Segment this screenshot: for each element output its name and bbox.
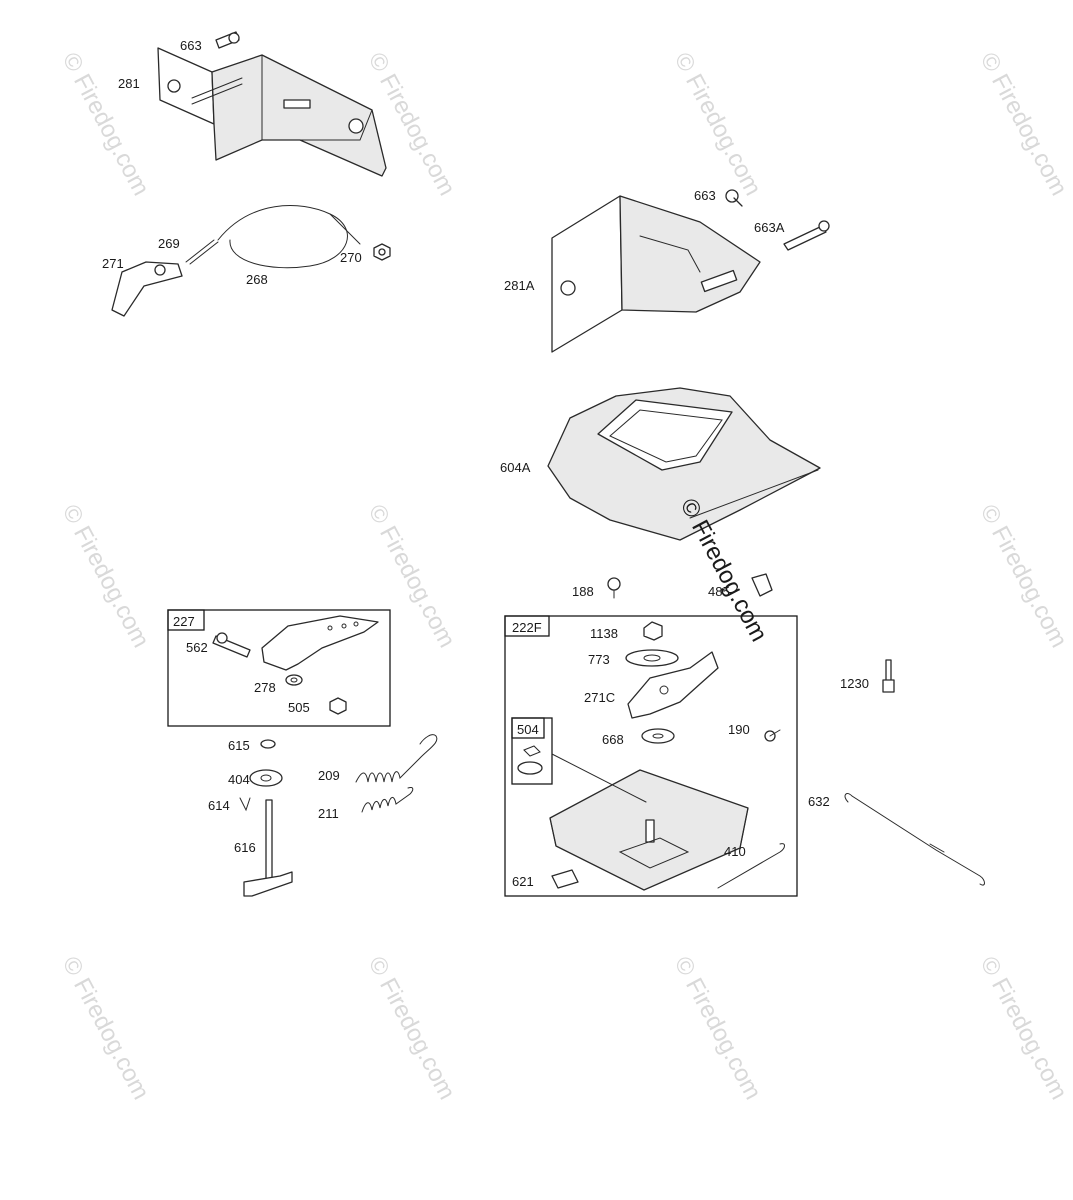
callout-271C: 271C xyxy=(584,690,615,705)
callout-632: 632 xyxy=(808,794,830,809)
part-663A-bolt[interactable] xyxy=(783,220,830,251)
part-211-spring[interactable] xyxy=(361,787,414,813)
callout-562: 562 xyxy=(186,640,208,655)
callout-281: 281 xyxy=(118,76,140,91)
part-278-washer[interactable] xyxy=(285,674,303,686)
callout-616: 616 xyxy=(234,840,256,855)
watermark: © Firedog.com xyxy=(669,48,767,200)
part-404-washer[interactable] xyxy=(249,769,283,787)
callout-773: 773 xyxy=(588,652,610,667)
part-616-shaft[interactable] xyxy=(243,799,293,897)
callout-268: 268 xyxy=(246,272,268,287)
watermark: © Firedog.com xyxy=(57,952,155,1104)
part-562-screw[interactable] xyxy=(212,632,251,658)
part-668-washer[interactable] xyxy=(641,728,675,744)
callout-1230: 1230 xyxy=(840,676,869,691)
watermark: © Firedog.com xyxy=(669,952,767,1104)
watermark: © Firedog.com xyxy=(975,500,1073,652)
callout-labels: 663 281 269 271 268 270 663 663A 281A 60… xyxy=(102,38,869,889)
callout-278: 278 xyxy=(254,680,276,695)
kit-label-227: 227 xyxy=(173,614,195,629)
kit-222F-box xyxy=(504,615,798,897)
callout-211: 211 xyxy=(318,806,339,821)
part-1138-nut[interactable] xyxy=(643,621,663,641)
watermark: © Firedog.com xyxy=(363,500,461,652)
kit-label-504: 504 xyxy=(517,722,539,737)
part-281-bracket[interactable] xyxy=(157,47,387,177)
callout-621: 621 xyxy=(512,874,534,889)
part-190-screw[interactable] xyxy=(764,729,781,742)
part-222F-control-bracket[interactable] xyxy=(549,769,749,891)
part-604A-cover[interactable] xyxy=(547,387,821,541)
part-621-clip[interactable] xyxy=(551,869,579,889)
callout-663: 663 xyxy=(694,188,716,203)
callout-668: 668 xyxy=(602,732,624,747)
callout-281A: 281A xyxy=(504,278,535,293)
callout-271: 271 xyxy=(102,256,124,271)
part-410-link[interactable] xyxy=(717,843,785,889)
part-505-nut[interactable] xyxy=(329,697,347,715)
part-485-clip[interactable] xyxy=(751,573,773,597)
callout-404: 404 xyxy=(228,772,250,787)
part-773-washer[interactable] xyxy=(625,649,679,667)
part-615-clip[interactable] xyxy=(260,739,276,749)
part-271C-control-lever[interactable] xyxy=(627,651,719,719)
watermark: © Firedog.com xyxy=(363,952,461,1104)
callout-604A: 604A xyxy=(500,460,531,475)
callout-209: 209 xyxy=(318,768,340,783)
callout-410: 410 xyxy=(724,844,746,859)
watermark: © Firedog.com xyxy=(975,48,1073,200)
callout-485: 485 xyxy=(708,584,730,599)
part-1230-stud[interactable] xyxy=(882,659,895,693)
callout-615: 615 xyxy=(228,738,250,753)
kit-227-box xyxy=(167,609,391,727)
part-269-cable-end[interactable] xyxy=(185,239,219,265)
callout-505: 505 xyxy=(288,700,310,715)
part-271-lever[interactable] xyxy=(111,261,183,317)
callout-269: 269 xyxy=(158,236,180,251)
part-614-pin[interactable] xyxy=(239,797,251,812)
callout-663A: 663A xyxy=(754,220,785,235)
callout-188: 188 xyxy=(572,584,594,599)
leader-504 xyxy=(551,753,647,803)
part-281A-air-guide[interactable] xyxy=(551,195,761,353)
watermark: © Firedog.com xyxy=(57,48,155,200)
watermark: © Firedog.com xyxy=(57,500,155,652)
kit-222F-tag xyxy=(504,615,550,637)
callout-663: 663 xyxy=(180,38,202,53)
watermark: © Firedog.com xyxy=(363,48,461,200)
part-504-kit-items[interactable] xyxy=(517,745,543,775)
part-227-governor-lever[interactable] xyxy=(261,615,379,671)
kit-504-tag xyxy=(511,717,545,739)
callout-270: 270 xyxy=(340,250,362,265)
kit-label-222F: 222F xyxy=(512,620,542,635)
part-663-screw[interactable] xyxy=(215,31,240,49)
callout-190: 190 xyxy=(728,722,750,737)
kit-227-tag xyxy=(167,609,205,631)
part-209-spring[interactable] xyxy=(355,734,438,783)
part-632-link[interactable] xyxy=(844,793,985,886)
part-188-plug[interactable] xyxy=(607,577,621,599)
part-663-screw-2[interactable] xyxy=(725,189,743,207)
callout-614: 614 xyxy=(208,798,230,813)
watermark: © Firedog.com xyxy=(975,952,1073,1104)
part-268-cable[interactable] xyxy=(217,205,361,269)
callout-1138: 1138 xyxy=(590,626,618,641)
watermark-layer: © Firedog.com © Firedog.com © Firedog.co… xyxy=(57,48,1073,1104)
part-270-nut[interactable] xyxy=(373,243,391,261)
